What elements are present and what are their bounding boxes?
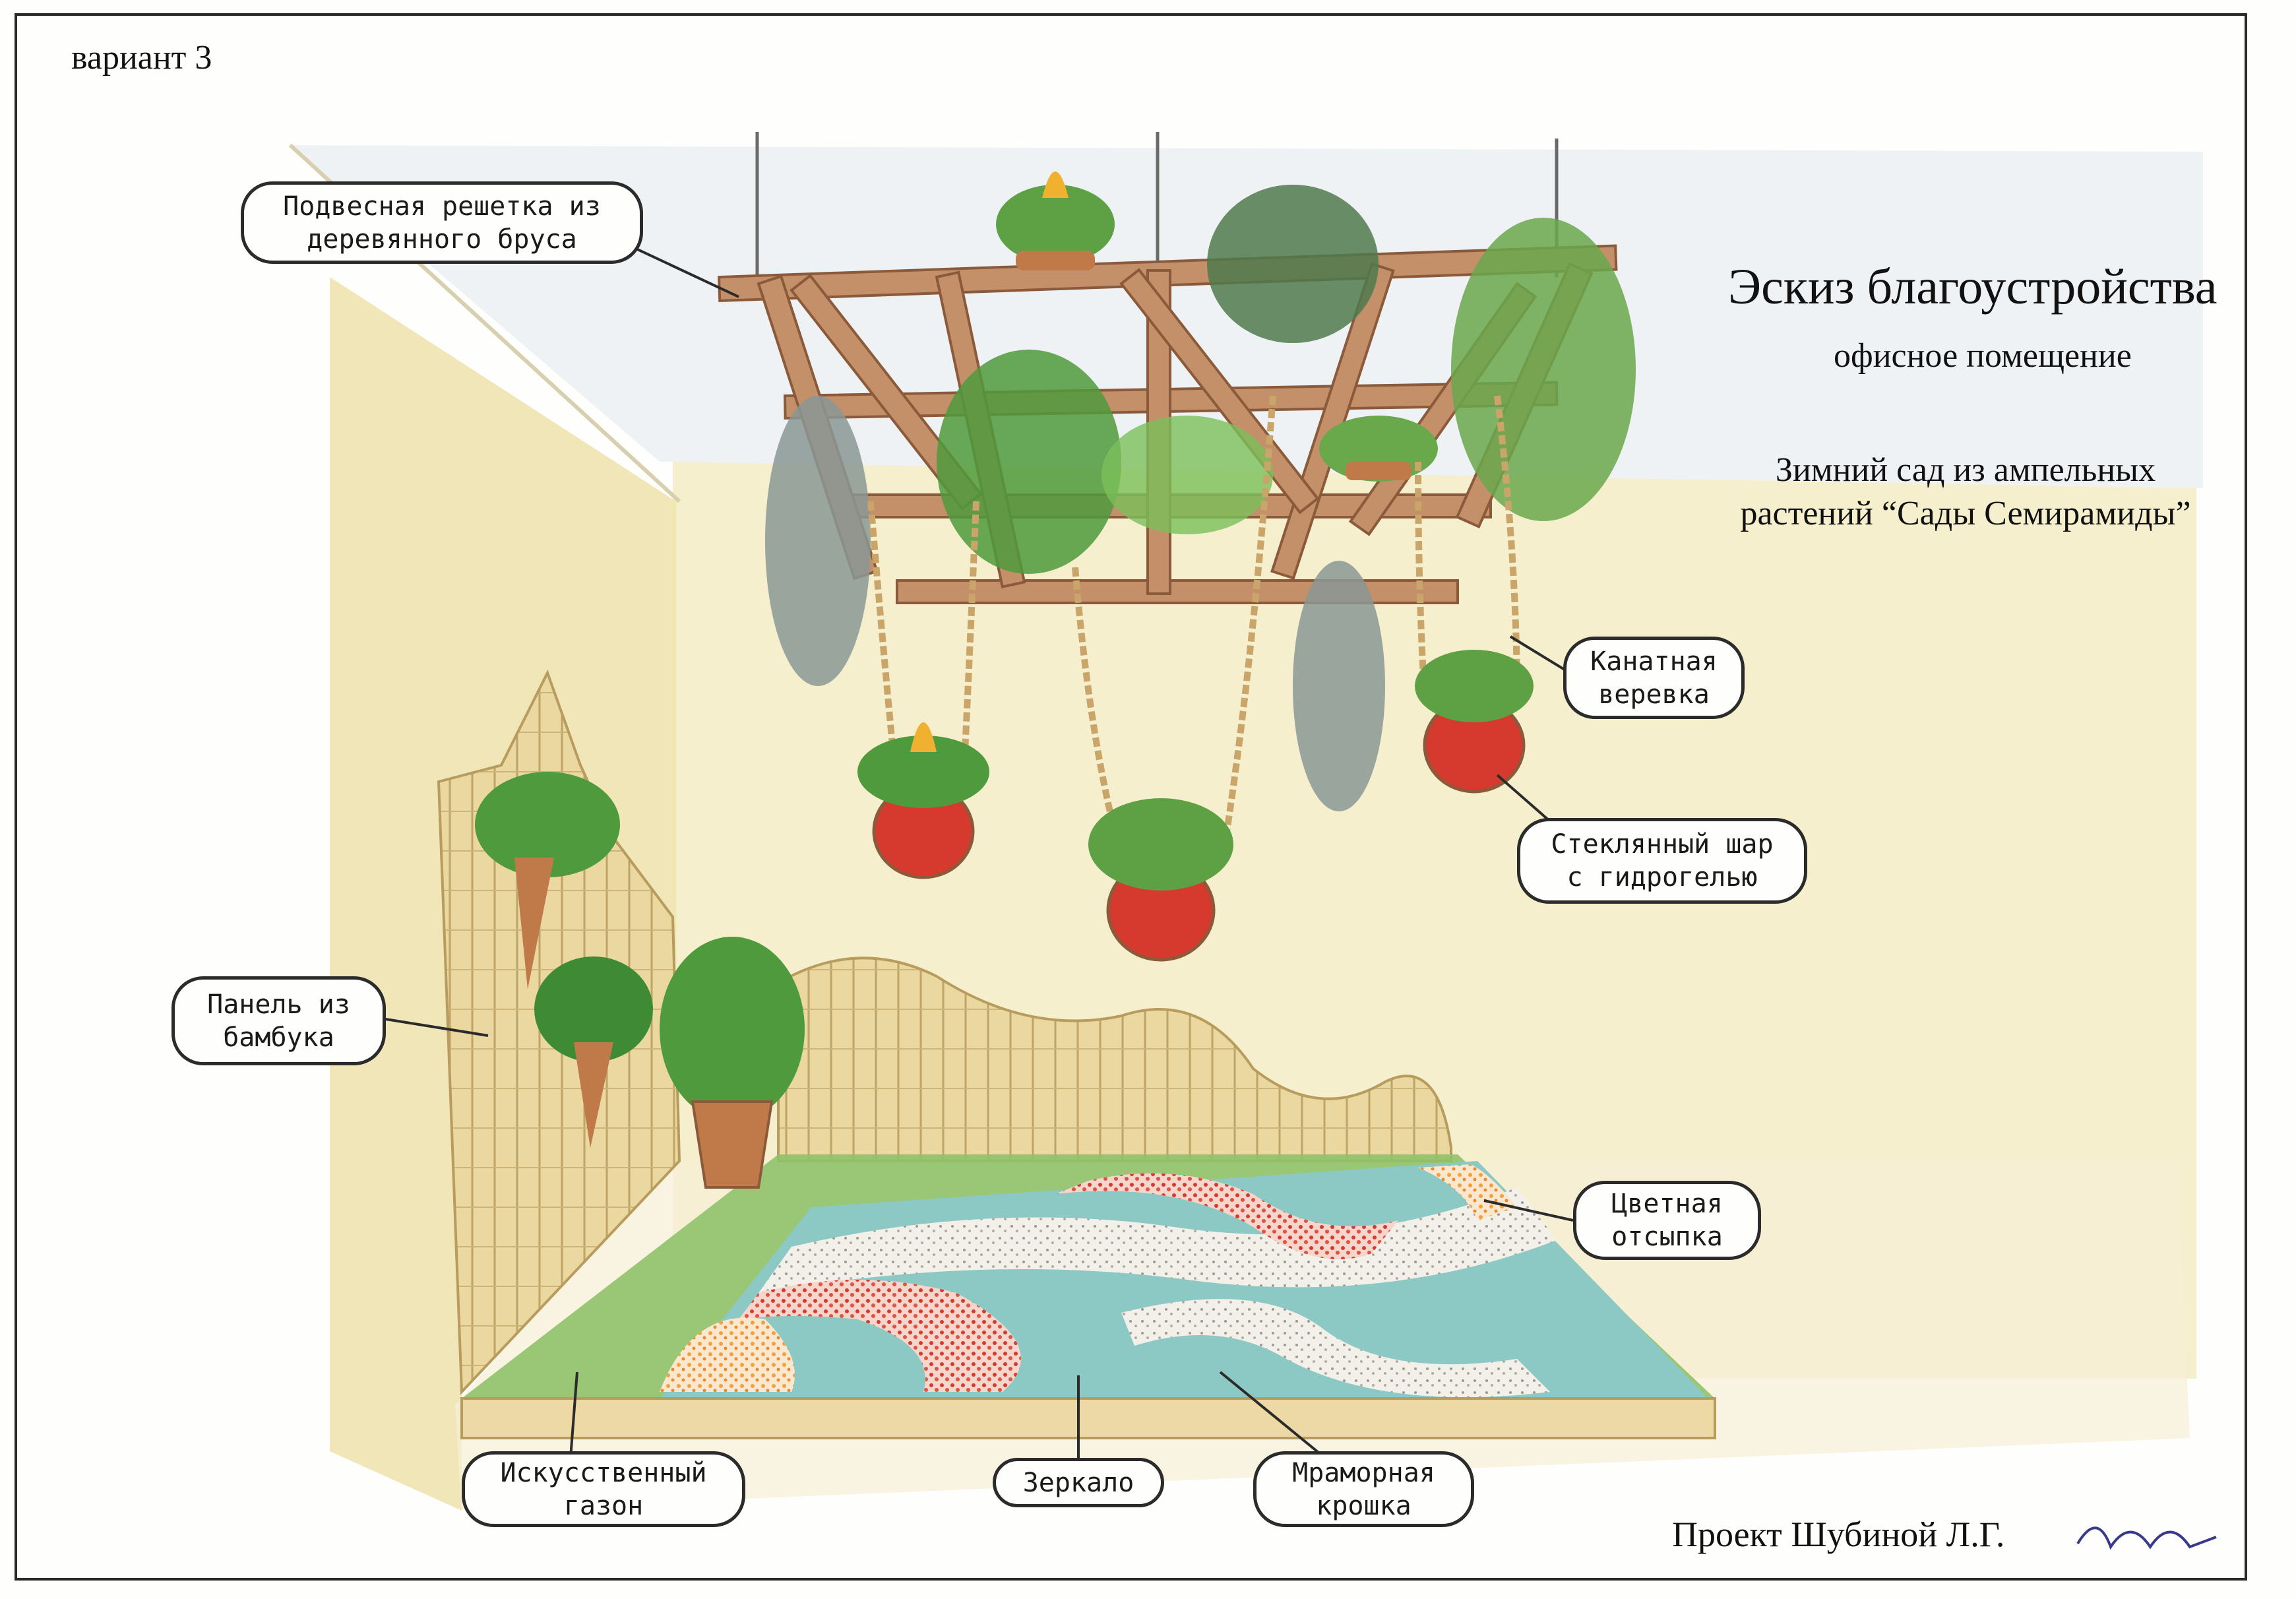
red-fill-band bbox=[739, 1280, 1021, 1392]
callout-bamboo-panel: Панель из бамбука bbox=[171, 976, 386, 1065]
sketch-subtitle: офисное помещение bbox=[1834, 337, 2132, 375]
orange-fill-band bbox=[660, 1317, 795, 1392]
marble-band bbox=[1121, 1299, 1550, 1398]
callout-marble-chips: Мраморная крошка bbox=[1253, 1451, 1474, 1527]
sheet-frame bbox=[15, 13, 2247, 1581]
author-line: Проект Шубиной Л.Г. bbox=[1672, 1515, 2005, 1554]
red-fill-band-2 bbox=[1055, 1173, 1398, 1259]
mirror-band-1 bbox=[759, 1187, 1557, 1293]
callout-trellis: Подвесная решетка из деревянного бруса bbox=[241, 181, 643, 264]
orange-fill-band-2 bbox=[1418, 1164, 1517, 1220]
callout-mirror: Зеркало bbox=[993, 1458, 1164, 1507]
wall-planters bbox=[475, 772, 805, 1189]
callout-rope: Канатная веревка bbox=[1563, 637, 1745, 719]
callout-artificial-lawn: Искусственный газон bbox=[462, 1451, 745, 1527]
sketch-title: Эскиз благоустройства bbox=[1728, 259, 2218, 315]
callout-colored-fill: Цветная отсыпка bbox=[1573, 1181, 1761, 1260]
trellis-plants bbox=[765, 172, 1636, 811]
variant-label: вариант 3 bbox=[71, 39, 212, 77]
bamboo-panel-back bbox=[777, 956, 1452, 1162]
signature-mark bbox=[2076, 1526, 2217, 1550]
garden-description: Зимний сад из ампельных растений “Сады С… bbox=[1740, 451, 2191, 532]
glass-balls bbox=[857, 650, 1534, 962]
front-curb bbox=[460, 1397, 1716, 1439]
callout-glass-ball: Стеклянный шар с гидрогелью bbox=[1517, 818, 1807, 904]
